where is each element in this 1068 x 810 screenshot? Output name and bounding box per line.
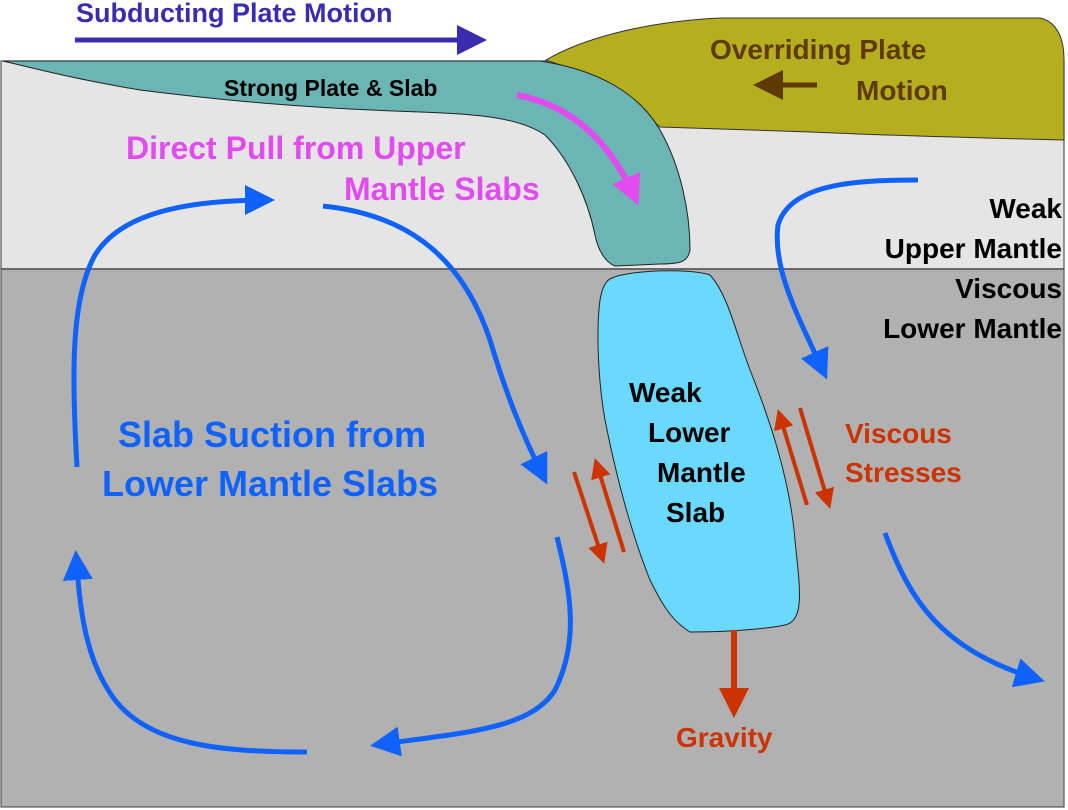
viscous-stresses-label-1: Viscous xyxy=(845,418,952,449)
weak-lower-mantle-slab xyxy=(597,270,800,633)
right-flow-arrow-out xyxy=(882,532,1045,688)
direct-pull-arrow xyxy=(516,92,641,206)
viscous-lower-mantle-label-2: Lower Mantle xyxy=(883,313,1062,344)
convection-arrow-top xyxy=(71,185,275,468)
slab-suction-label-2: Lower Mantle Slabs xyxy=(102,463,438,504)
stress-arrow-left-up xyxy=(591,458,626,553)
stress-arrow-right-up xyxy=(774,409,809,506)
subducting-motion-label: Subducting Plate Motion xyxy=(76,0,392,28)
right-flow-arrow-down xyxy=(774,177,919,380)
stress-arrow-right-down xyxy=(798,407,834,509)
weak-slab-label-2: Lower xyxy=(648,417,731,448)
weak-slab-label-1: Weak xyxy=(629,377,702,408)
strong-plate-label: Strong Plate & Slab xyxy=(224,75,437,101)
overriding-plate-label-1: Overriding Plate xyxy=(710,34,926,65)
strong-plate-slab xyxy=(2,60,691,267)
gravity-label: Gravity xyxy=(676,722,773,753)
weak-upper-mantle-label-2: Upper Mantle xyxy=(885,233,1062,264)
direct-pull-label-1: Direct Pull from Upper xyxy=(126,130,466,166)
convection-arrow-bottom xyxy=(370,536,573,757)
weak-upper-mantle-label-1: Weak xyxy=(989,193,1062,224)
overriding-plate-label-2: Motion xyxy=(856,75,948,106)
convection-arrow-right-down xyxy=(322,203,548,485)
weak-slab-label-3: Mantle xyxy=(657,457,746,488)
viscous-stresses-label-2: Stresses xyxy=(845,457,962,488)
convection-arrow-left-up xyxy=(62,550,308,755)
viscous-lower-mantle-label-1: Viscous xyxy=(955,273,1062,304)
weak-slab-label-4: Slab xyxy=(666,497,725,528)
lower-mantle-region xyxy=(0,268,1065,808)
slab-suction-label-1: Slab Suction from xyxy=(118,414,426,455)
direct-pull-label-2: Mantle Slabs xyxy=(344,171,540,207)
stress-arrow-left-down xyxy=(572,471,608,564)
